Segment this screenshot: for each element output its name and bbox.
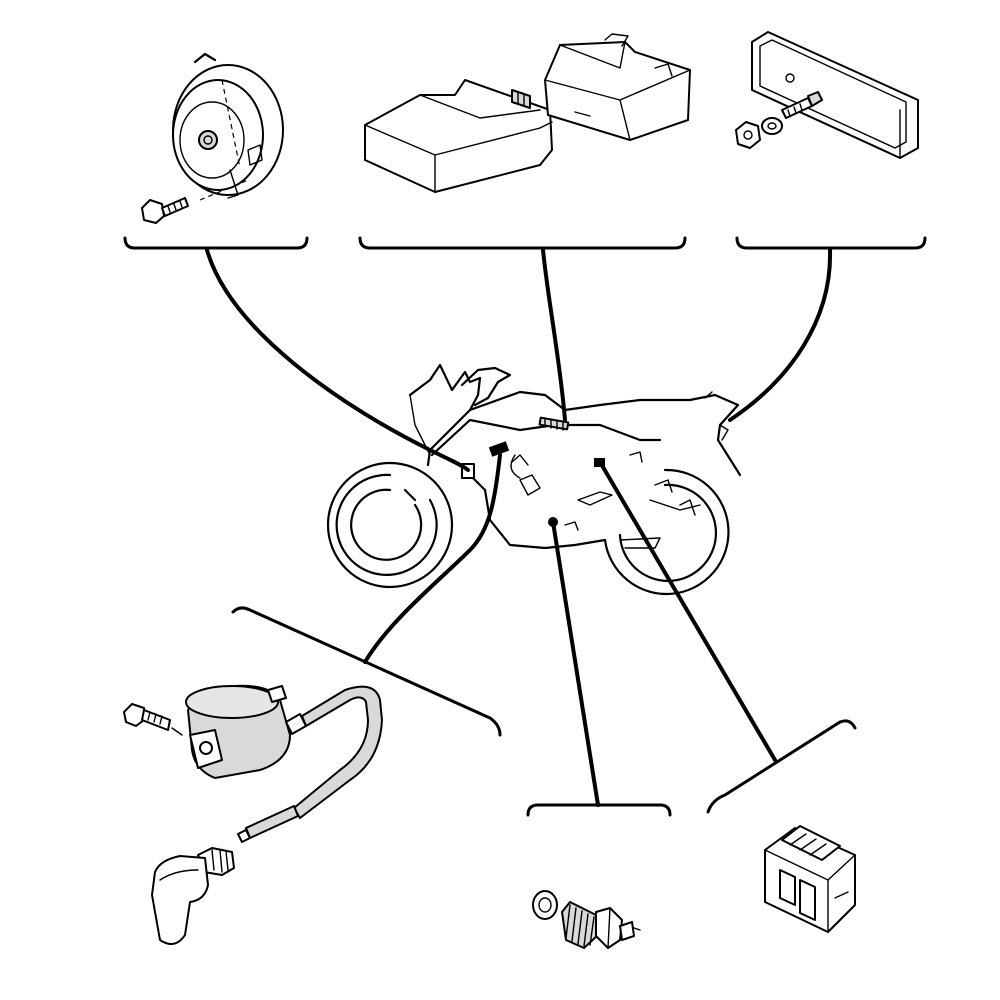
control-unit-bracket	[358, 236, 687, 250]
horn-leader	[205, 248, 470, 472]
switch-leader	[551, 520, 600, 807]
rectifier-leader	[728, 248, 833, 422]
control-unit-leader	[541, 248, 567, 422]
leader-lines	[205, 248, 833, 807]
threaded-switch-icon	[532, 890, 641, 949]
ignition-coil-icon	[123, 684, 383, 945]
horn-bracket	[123, 236, 309, 250]
control-unit-icon	[364, 33, 691, 193]
relay-bracket	[706, 719, 857, 814]
rectifier-plate-icon	[735, 31, 919, 159]
rectifier-bracket	[735, 236, 927, 250]
relay-leader	[598, 460, 777, 762]
horn-icon	[141, 52, 284, 224]
switch-bracket	[526, 803, 672, 817]
ignition-coil-leader	[363, 453, 502, 664]
ignition-coil-bracket	[231, 606, 502, 737]
relay-icon	[764, 825, 856, 933]
motorcycle-outline	[326, 363, 742, 596]
